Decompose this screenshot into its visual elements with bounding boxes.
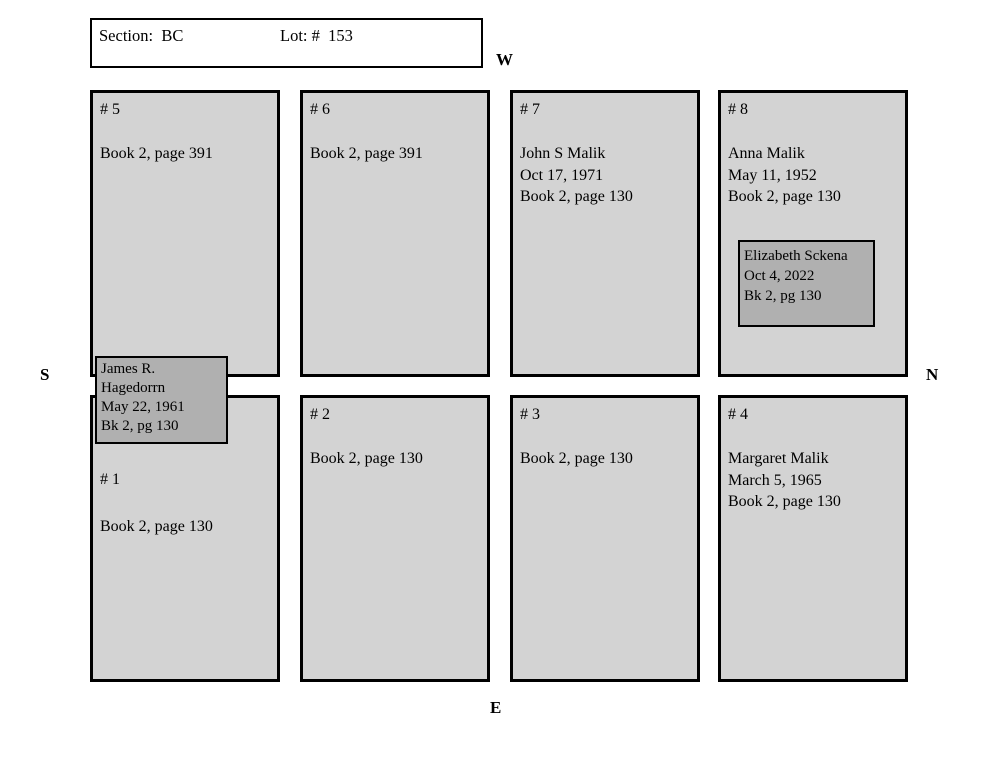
occupant-name: Elizabeth Sckena bbox=[744, 248, 848, 264]
interment-marker-hagedorrn: James R. Hagedorrn May 22, 1961 Bk 2, pg… bbox=[95, 356, 228, 444]
plot-7: # 7 John S Malik Oct 17, 1971 Book 2, pa… bbox=[510, 90, 700, 377]
plot-2: # 2 Book 2, page 130 bbox=[300, 395, 490, 682]
occupant-date: Oct 4, 2022 bbox=[744, 268, 815, 284]
plot-number: # 2 bbox=[310, 406, 330, 423]
plot-number: # 3 bbox=[520, 406, 540, 423]
occupant-name: Hagedorrn bbox=[101, 380, 166, 396]
plot-number: # 4 bbox=[728, 406, 748, 423]
plot-record: Book 2, page 130 bbox=[520, 450, 633, 467]
plot-6: # 6 Book 2, page 391 bbox=[300, 90, 490, 377]
plot-details: Book 2, page 391 bbox=[310, 143, 481, 165]
plot-record: Book 2, page 391 bbox=[310, 145, 423, 162]
compass-east-label: E bbox=[490, 698, 502, 717]
occupant-name: Margaret Malik bbox=[728, 450, 829, 467]
occupant-date: May 11, 1952 bbox=[728, 166, 817, 184]
plot-record: Book 2, page 130 bbox=[728, 493, 841, 510]
section-label: Section: BC bbox=[99, 26, 184, 45]
occupant-name: John S Malik bbox=[520, 145, 606, 162]
plot-details: John S Malik Oct 17, 1971 Book 2, page 1… bbox=[520, 143, 691, 208]
plot-details: Book 2, page 391 bbox=[100, 143, 271, 165]
plot-number: # 1 bbox=[100, 471, 120, 488]
plot-record: Book 2, page 391 bbox=[100, 145, 213, 162]
occupant-date: March 5, 1965 bbox=[728, 471, 822, 489]
compass-west-label: W bbox=[496, 50, 513, 69]
plot-number: # 7 bbox=[520, 101, 540, 118]
lot-header-box: Section: BC Lot: # 153 bbox=[90, 18, 483, 68]
plot-4: # 4 Margaret Malik March 5, 1965 Book 2,… bbox=[718, 395, 908, 682]
plot-record: Book 2, page 130 bbox=[728, 188, 841, 205]
occupant-name: Anna Malik bbox=[728, 145, 805, 162]
plot-record: Book 2, page 130 bbox=[520, 188, 633, 205]
plot-number: # 5 bbox=[100, 101, 120, 118]
plot-details: Book 2, page 130 bbox=[520, 448, 691, 470]
plot-number: # 6 bbox=[310, 101, 330, 118]
occupant-name: James R. bbox=[101, 361, 156, 377]
compass-south-label: S bbox=[40, 365, 50, 384]
plot-details: Book 2, page 130 bbox=[310, 448, 481, 470]
interment-marker-sckena: Elizabeth Sckena Oct 4, 2022 Bk 2, pg 13… bbox=[738, 240, 875, 327]
plot-record: Bk 2, pg 130 bbox=[744, 288, 822, 304]
plot-details: Book 2, page 130 bbox=[100, 516, 271, 538]
lot-number-label: Lot: # 153 bbox=[280, 26, 353, 45]
occupant-date: May 22, 1961 bbox=[101, 399, 185, 415]
plot-record: Bk 2, pg 130 bbox=[101, 418, 179, 434]
plot-number: # 8 bbox=[728, 101, 748, 118]
plot-details: Anna Malik May 11, 1952 Book 2, page 130 bbox=[728, 143, 899, 208]
plot-8: # 8 Anna Malik May 11, 1952 Book 2, page… bbox=[718, 90, 908, 377]
plot-5: # 5 Book 2, page 391 bbox=[90, 90, 280, 377]
occupant-date: Oct 17, 1971 bbox=[520, 166, 604, 184]
plot-record: Book 2, page 130 bbox=[310, 450, 423, 467]
plot-3: # 3 Book 2, page 130 bbox=[510, 395, 700, 682]
compass-north-label: N bbox=[926, 365, 939, 384]
plot-record: Book 2, page 130 bbox=[100, 518, 213, 535]
plot-details: Margaret Malik March 5, 1965 Book 2, pag… bbox=[728, 448, 899, 513]
